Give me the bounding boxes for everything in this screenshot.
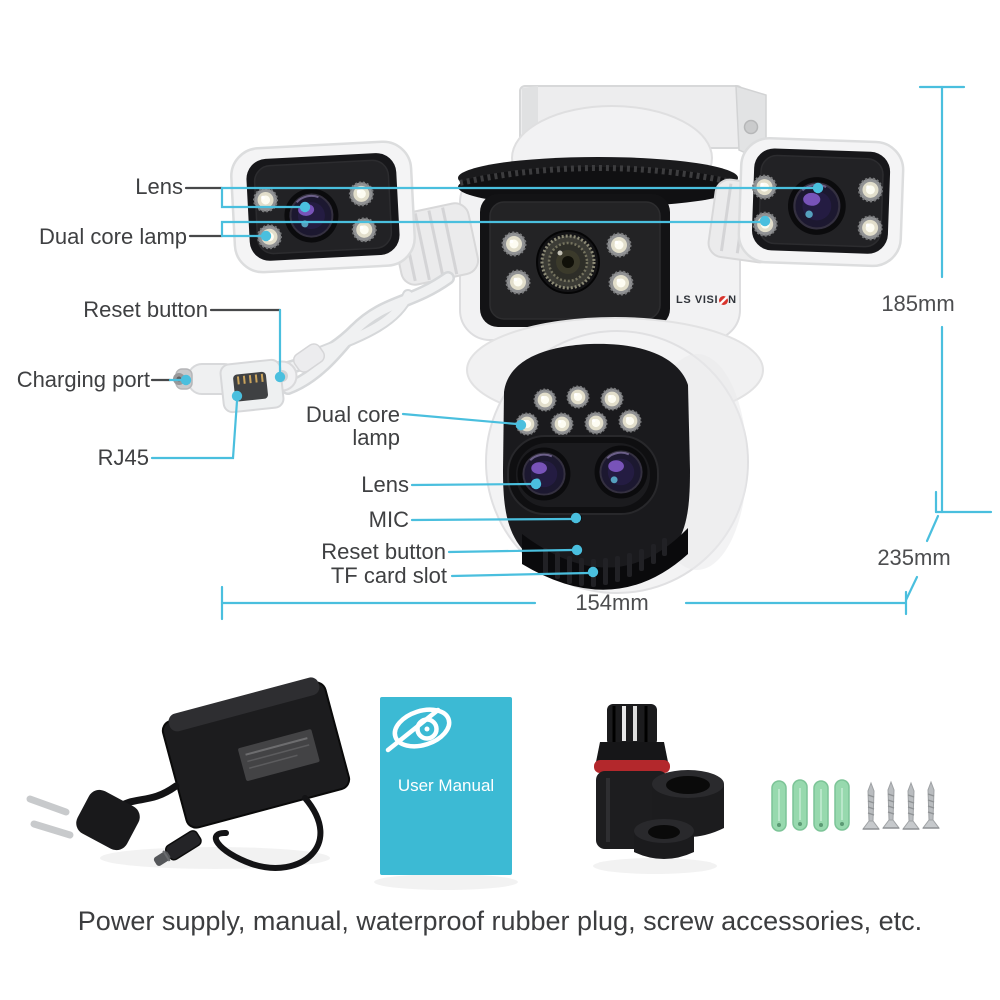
callout-dot-charging bbox=[180, 374, 192, 386]
adapter-label bbox=[238, 729, 320, 781]
brand-o-icon bbox=[718, 295, 728, 305]
center-main-lens bbox=[536, 230, 600, 294]
right-camera bbox=[737, 137, 905, 268]
wall-anchors bbox=[771, 779, 850, 832]
left-camera bbox=[230, 140, 416, 274]
callout-dot-mic bbox=[570, 512, 582, 524]
callout-label-lens-ptz: Lens bbox=[361, 472, 409, 497]
bracket-screw-hole bbox=[743, 119, 759, 135]
callout-line-lens-ptz bbox=[410, 482, 533, 487]
dimension-total-height: 235mm bbox=[877, 545, 951, 570]
callout-line-tf bbox=[450, 571, 590, 578]
dual-lens-module bbox=[507, 435, 659, 515]
rubber-grommet-small bbox=[634, 819, 694, 859]
red-seal-ring bbox=[594, 760, 670, 773]
callout-dot-reset-ptz bbox=[571, 544, 583, 556]
brand-logo: LS VISI N bbox=[676, 294, 737, 306]
callout-label-mic: MIC bbox=[368, 507, 409, 532]
cable-pigtail bbox=[229, 271, 455, 395]
waterproof-plug bbox=[594, 704, 724, 859]
callout-dot-left-lens bbox=[299, 201, 311, 213]
callout-dot-reset-left bbox=[274, 371, 286, 383]
dimension-body-height: 185mm bbox=[881, 291, 955, 316]
user-manual: User Manual bbox=[380, 697, 512, 875]
callout-label-reset-left: Reset button bbox=[83, 297, 208, 322]
eye-logo-icon bbox=[385, 707, 452, 753]
wall-anchor bbox=[813, 780, 829, 832]
brand-text-suffix: N bbox=[728, 294, 737, 306]
dimension-width: 154mm bbox=[575, 590, 649, 615]
camera-assembly bbox=[173, 84, 905, 594]
callout-label-reset-ptz: Reset button bbox=[321, 539, 446, 564]
dc-plug bbox=[153, 830, 202, 866]
callout-label-charging-port: Charging port bbox=[16, 367, 150, 392]
callout-lines bbox=[150, 182, 824, 578]
screw bbox=[902, 782, 920, 830]
wall-anchor bbox=[792, 779, 808, 831]
dc-cord bbox=[212, 795, 324, 871]
dimension-lines bbox=[220, 85, 993, 621]
callout-line-reset-ptz bbox=[447, 548, 574, 554]
screws bbox=[862, 781, 940, 830]
dim-leader-235-top bbox=[925, 514, 940, 543]
wall-anchor bbox=[834, 779, 850, 831]
callout-dot-ptz-lens bbox=[530, 478, 542, 490]
callout-line-mic bbox=[410, 517, 573, 522]
ac-plug bbox=[26, 789, 140, 851]
callout-dot-right-lamp bbox=[759, 215, 771, 227]
callout-dot-left-lamp bbox=[260, 230, 272, 242]
rj45-connector bbox=[219, 358, 285, 414]
callout-label-tf-card-slot: TF card slot bbox=[330, 563, 447, 588]
callout-label-dual-core-ptz: Dual core lamp bbox=[305, 402, 400, 450]
wall-anchor bbox=[771, 780, 787, 832]
callout-dot-tf bbox=[587, 566, 599, 578]
dim-leader-235-bottom bbox=[904, 575, 919, 602]
power-adapter bbox=[26, 677, 351, 871]
screw bbox=[922, 781, 940, 829]
callout-label-lens-top: Lens bbox=[135, 174, 183, 199]
callout-dot-rj45 bbox=[231, 390, 243, 402]
ptz-lens-right bbox=[593, 444, 649, 500]
bottom-caption: Power supply, manual, waterproof rubber … bbox=[77, 906, 923, 936]
callout-line-dual-core-ptz bbox=[401, 412, 519, 426]
screw bbox=[862, 782, 880, 830]
accessories-row bbox=[26, 677, 940, 890]
callout-label-rj45: RJ45 bbox=[97, 445, 149, 470]
callout-line-rj45 bbox=[150, 399, 239, 460]
brand-text-prefix: LS VISI bbox=[676, 294, 719, 306]
screw bbox=[882, 781, 900, 829]
callout-dot-right-lens bbox=[812, 182, 824, 194]
callout-dot-ptz-lamp bbox=[515, 419, 527, 431]
user-manual-label: User Manual bbox=[397, 776, 495, 795]
callout-label-dual-core-top: Dual core lamp bbox=[39, 224, 187, 249]
ptz-lens-left bbox=[516, 446, 572, 502]
